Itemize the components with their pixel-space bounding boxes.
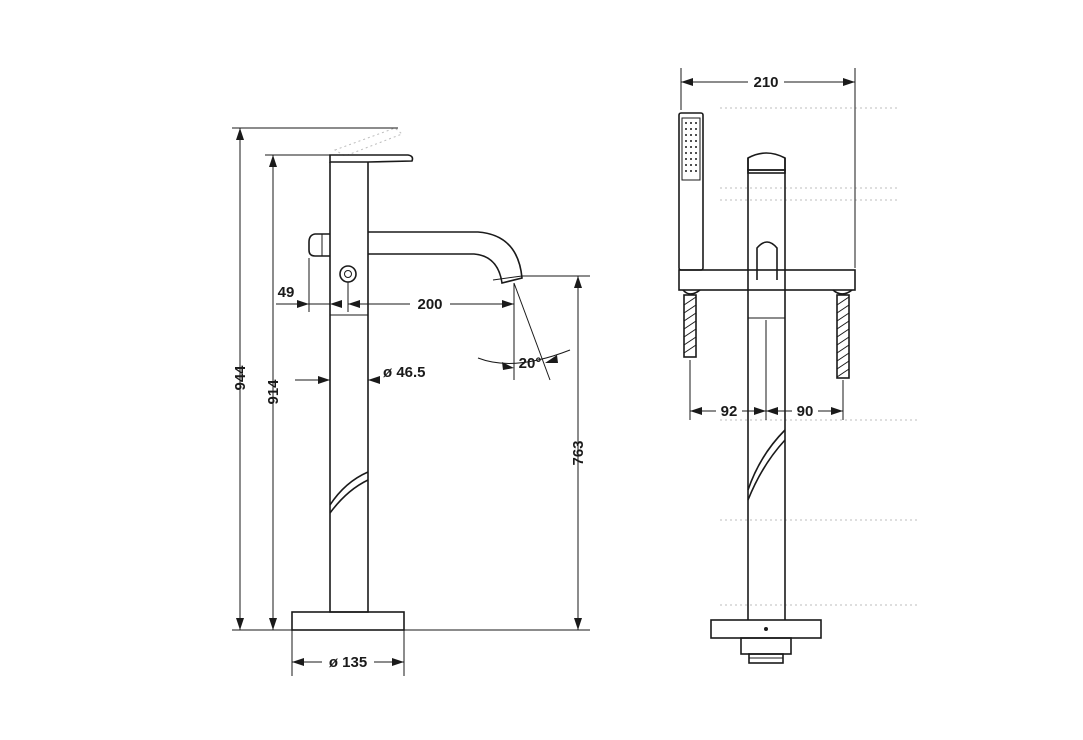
dim-right-offset: 90 xyxy=(797,403,814,420)
dim-spout-height: 763 xyxy=(570,440,587,465)
dim-column-diameter: ø 46.5 xyxy=(383,364,426,381)
diverter-knob xyxy=(308,233,330,257)
left-coupling xyxy=(682,289,701,295)
right-pipe-hatch xyxy=(836,296,850,378)
column-body xyxy=(329,162,369,613)
front-column xyxy=(747,158,786,620)
background-reflections xyxy=(720,107,920,606)
hand-shower xyxy=(678,112,704,271)
angle-arc xyxy=(477,349,571,364)
front-column-top xyxy=(747,152,786,171)
dim-total-height: 944 xyxy=(232,365,249,391)
dim-diverter-offset: 49 xyxy=(278,284,295,301)
dim-base-diameter: ø 135 xyxy=(329,654,367,671)
lever-handle xyxy=(329,154,414,163)
column-curve-detail-2 xyxy=(329,479,369,514)
cross-bar xyxy=(678,269,856,291)
dim-spout-reach: 200 xyxy=(417,296,442,313)
dim-body-height: 914 xyxy=(265,379,282,405)
base-fitting xyxy=(740,637,792,655)
front-lever xyxy=(756,241,778,280)
dim-left-offset: 92 xyxy=(721,403,738,420)
connector-outer xyxy=(339,265,357,283)
front-view: 210 92 90 xyxy=(678,68,920,664)
shower-head-face xyxy=(681,117,701,181)
right-coupling xyxy=(832,289,853,295)
front-curve-detail xyxy=(747,429,786,491)
side-view: 944 914 763 200 49 20° ø xyxy=(232,127,590,676)
dim-spout-angle: 20° xyxy=(519,355,542,372)
front-column-cap xyxy=(747,169,786,174)
left-pipe-hatch xyxy=(683,296,697,354)
connector-inner xyxy=(344,270,352,278)
base-screw xyxy=(764,627,768,631)
left-supply-pipe xyxy=(683,294,697,358)
handle-ghost-outline xyxy=(333,127,403,157)
column-curve-detail xyxy=(329,471,369,506)
spout xyxy=(368,231,523,284)
angle-leg-1 xyxy=(513,282,551,381)
dim-overall-width: 210 xyxy=(753,74,778,91)
front-curve-detail-2 xyxy=(747,439,786,501)
spout-outlet xyxy=(492,275,523,281)
shower-nozzles xyxy=(685,122,697,172)
base-plate xyxy=(291,611,405,631)
